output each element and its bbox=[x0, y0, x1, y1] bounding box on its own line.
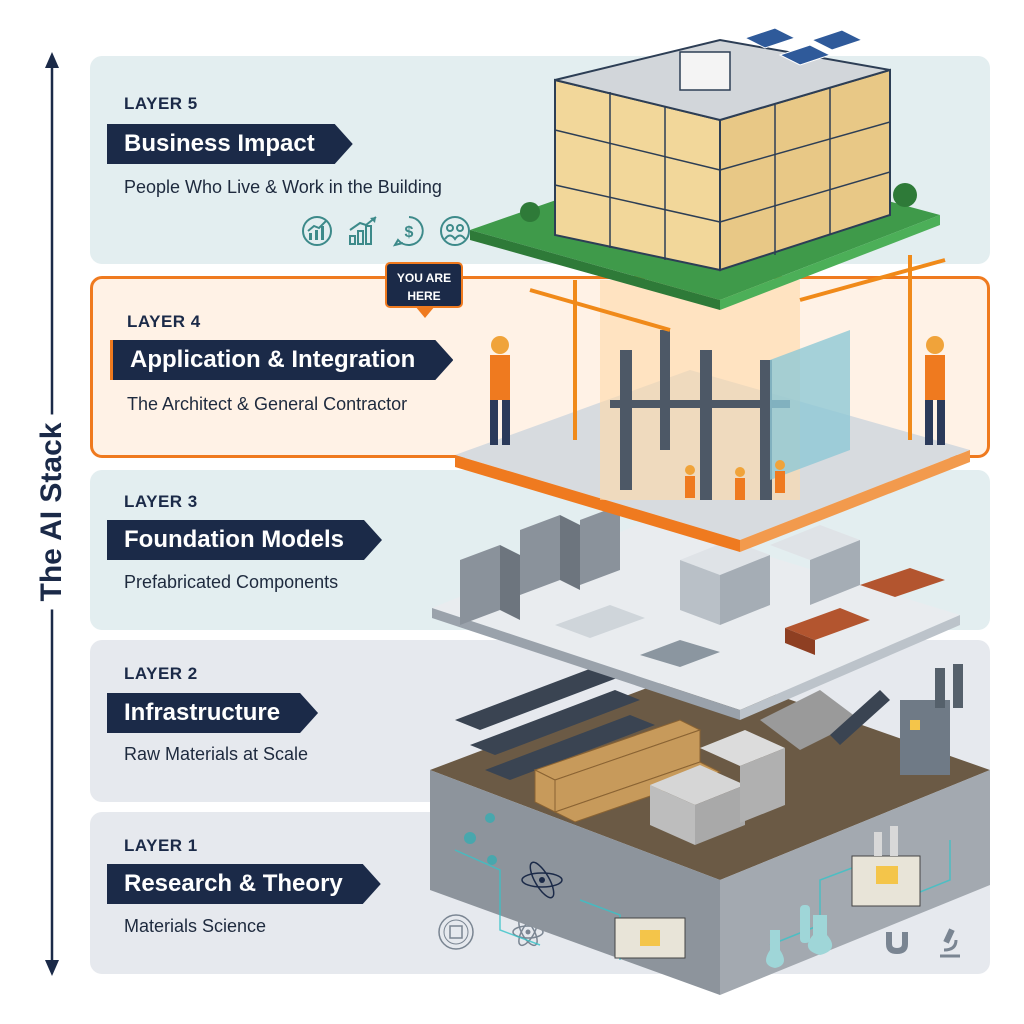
layer-3-panel: LAYER 3 Foundation Models Prefabricated … bbox=[90, 470, 990, 630]
badge-line-2: HERE bbox=[407, 289, 441, 303]
layer-3-subtitle: Prefabricated Components bbox=[124, 572, 339, 592]
badge-line-1: YOU ARE bbox=[396, 271, 452, 285]
magnet-icon bbox=[886, 932, 908, 954]
layer-1-panel: LAYER 1 Research & Theory Materials Scie… bbox=[90, 812, 990, 974]
layer-4-panel: LAYER 4 Application & Integration The Ar… bbox=[90, 276, 990, 458]
layer-2-subtitle: Raw Materials at Scale bbox=[124, 744, 309, 764]
seal-icon bbox=[438, 914, 474, 950]
layer-1-icons-right bbox=[880, 926, 966, 960]
layer-1-title: Research & Theory bbox=[107, 864, 381, 904]
layer-5-icons: $ bbox=[300, 214, 472, 248]
microscope-icon bbox=[940, 928, 960, 958]
layer-4-subtitle: The Architect & General Contractor bbox=[127, 394, 408, 414]
atom-icon bbox=[512, 917, 544, 947]
layer-2-title: Infrastructure bbox=[107, 693, 318, 733]
layer-5-label: LAYER 5 bbox=[124, 94, 198, 113]
layer-5-subtitle: People Who Live & Work in the Building bbox=[124, 177, 442, 197]
svg-text:$: $ bbox=[405, 224, 414, 241]
layer-4-label: LAYER 4 bbox=[127, 312, 201, 331]
layer-1-label: LAYER 1 bbox=[124, 836, 198, 855]
layer-1-subtitle: Materials Science bbox=[124, 916, 267, 936]
bar-growth-icon bbox=[349, 216, 377, 245]
layer-4-title: Application & Integration bbox=[110, 340, 453, 380]
layer-3-label: LAYER 3 bbox=[124, 492, 198, 511]
layer-1-icons-left bbox=[436, 912, 548, 952]
layer-2-panel: LAYER 2 Infrastructure Raw Materials at … bbox=[90, 640, 990, 802]
stack-title: The AI Stack bbox=[35, 414, 69, 610]
you-are-here-badge: YOU ARE HERE bbox=[385, 262, 463, 318]
layer-2-label: LAYER 2 bbox=[124, 664, 198, 683]
layer-3-title: Foundation Models bbox=[107, 520, 382, 560]
people-icon bbox=[440, 216, 470, 246]
layer-5-panel: LAYER 5 Business Impact People Who Live … bbox=[90, 56, 990, 264]
dollar-icon: $ bbox=[392, 216, 424, 247]
layer-5-title: Business Impact bbox=[107, 124, 353, 164]
growth-chart-icon bbox=[302, 216, 332, 246]
